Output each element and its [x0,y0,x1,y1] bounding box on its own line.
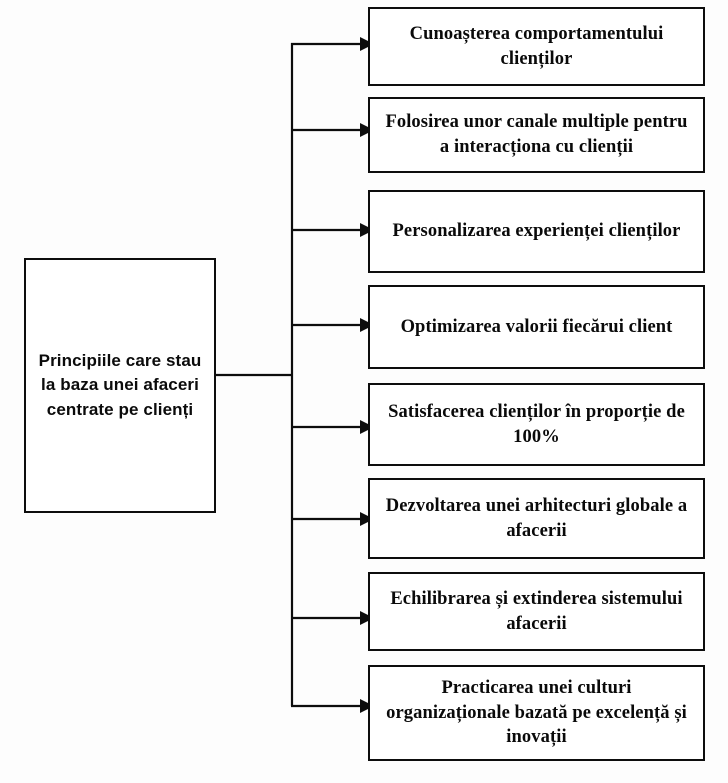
node-1[interactable]: Cunoașterea comportamentului clienților [368,7,705,86]
root-node-label: Principiile care stau la baza unei aface… [38,351,202,419]
node-4[interactable]: Optimizarea valorii fiecărui client [368,285,705,369]
node-7[interactable]: Echilibrarea și extinderea sistemului af… [368,572,705,651]
node-3-label: Personalizarea experienței clienților [392,221,681,242]
node-2[interactable]: Folosirea unor canale multiple pentru a … [368,97,705,173]
node-7-label: Echilibrarea și extinderea sistemului af… [390,588,683,634]
node-6-label: Dezvoltarea unei arhitecturi globale a a… [385,495,688,541]
node-3[interactable]: Personalizarea experienței clienților [368,190,705,273]
node-4-label: Optimizarea valorii fiecărui client [400,316,673,337]
node-8-label: Practicarea unei culturi organizaționale… [386,678,687,748]
node-8[interactable]: Practicarea unei culturi organizaționale… [368,665,705,761]
node-5[interactable]: Satisfacerea clienților în proporție de … [368,383,705,466]
node-1-label: Cunoașterea comportamentului clienților [409,23,664,69]
node-5-label: Satisfacerea clienților în proporție de … [388,401,685,447]
node-6[interactable]: Dezvoltarea unei arhitecturi globale a a… [368,478,705,559]
node-2-label: Folosirea unor canale multiple pentru a … [385,112,688,157]
root-node[interactable]: Principiile care stau la baza unei aface… [24,258,216,513]
